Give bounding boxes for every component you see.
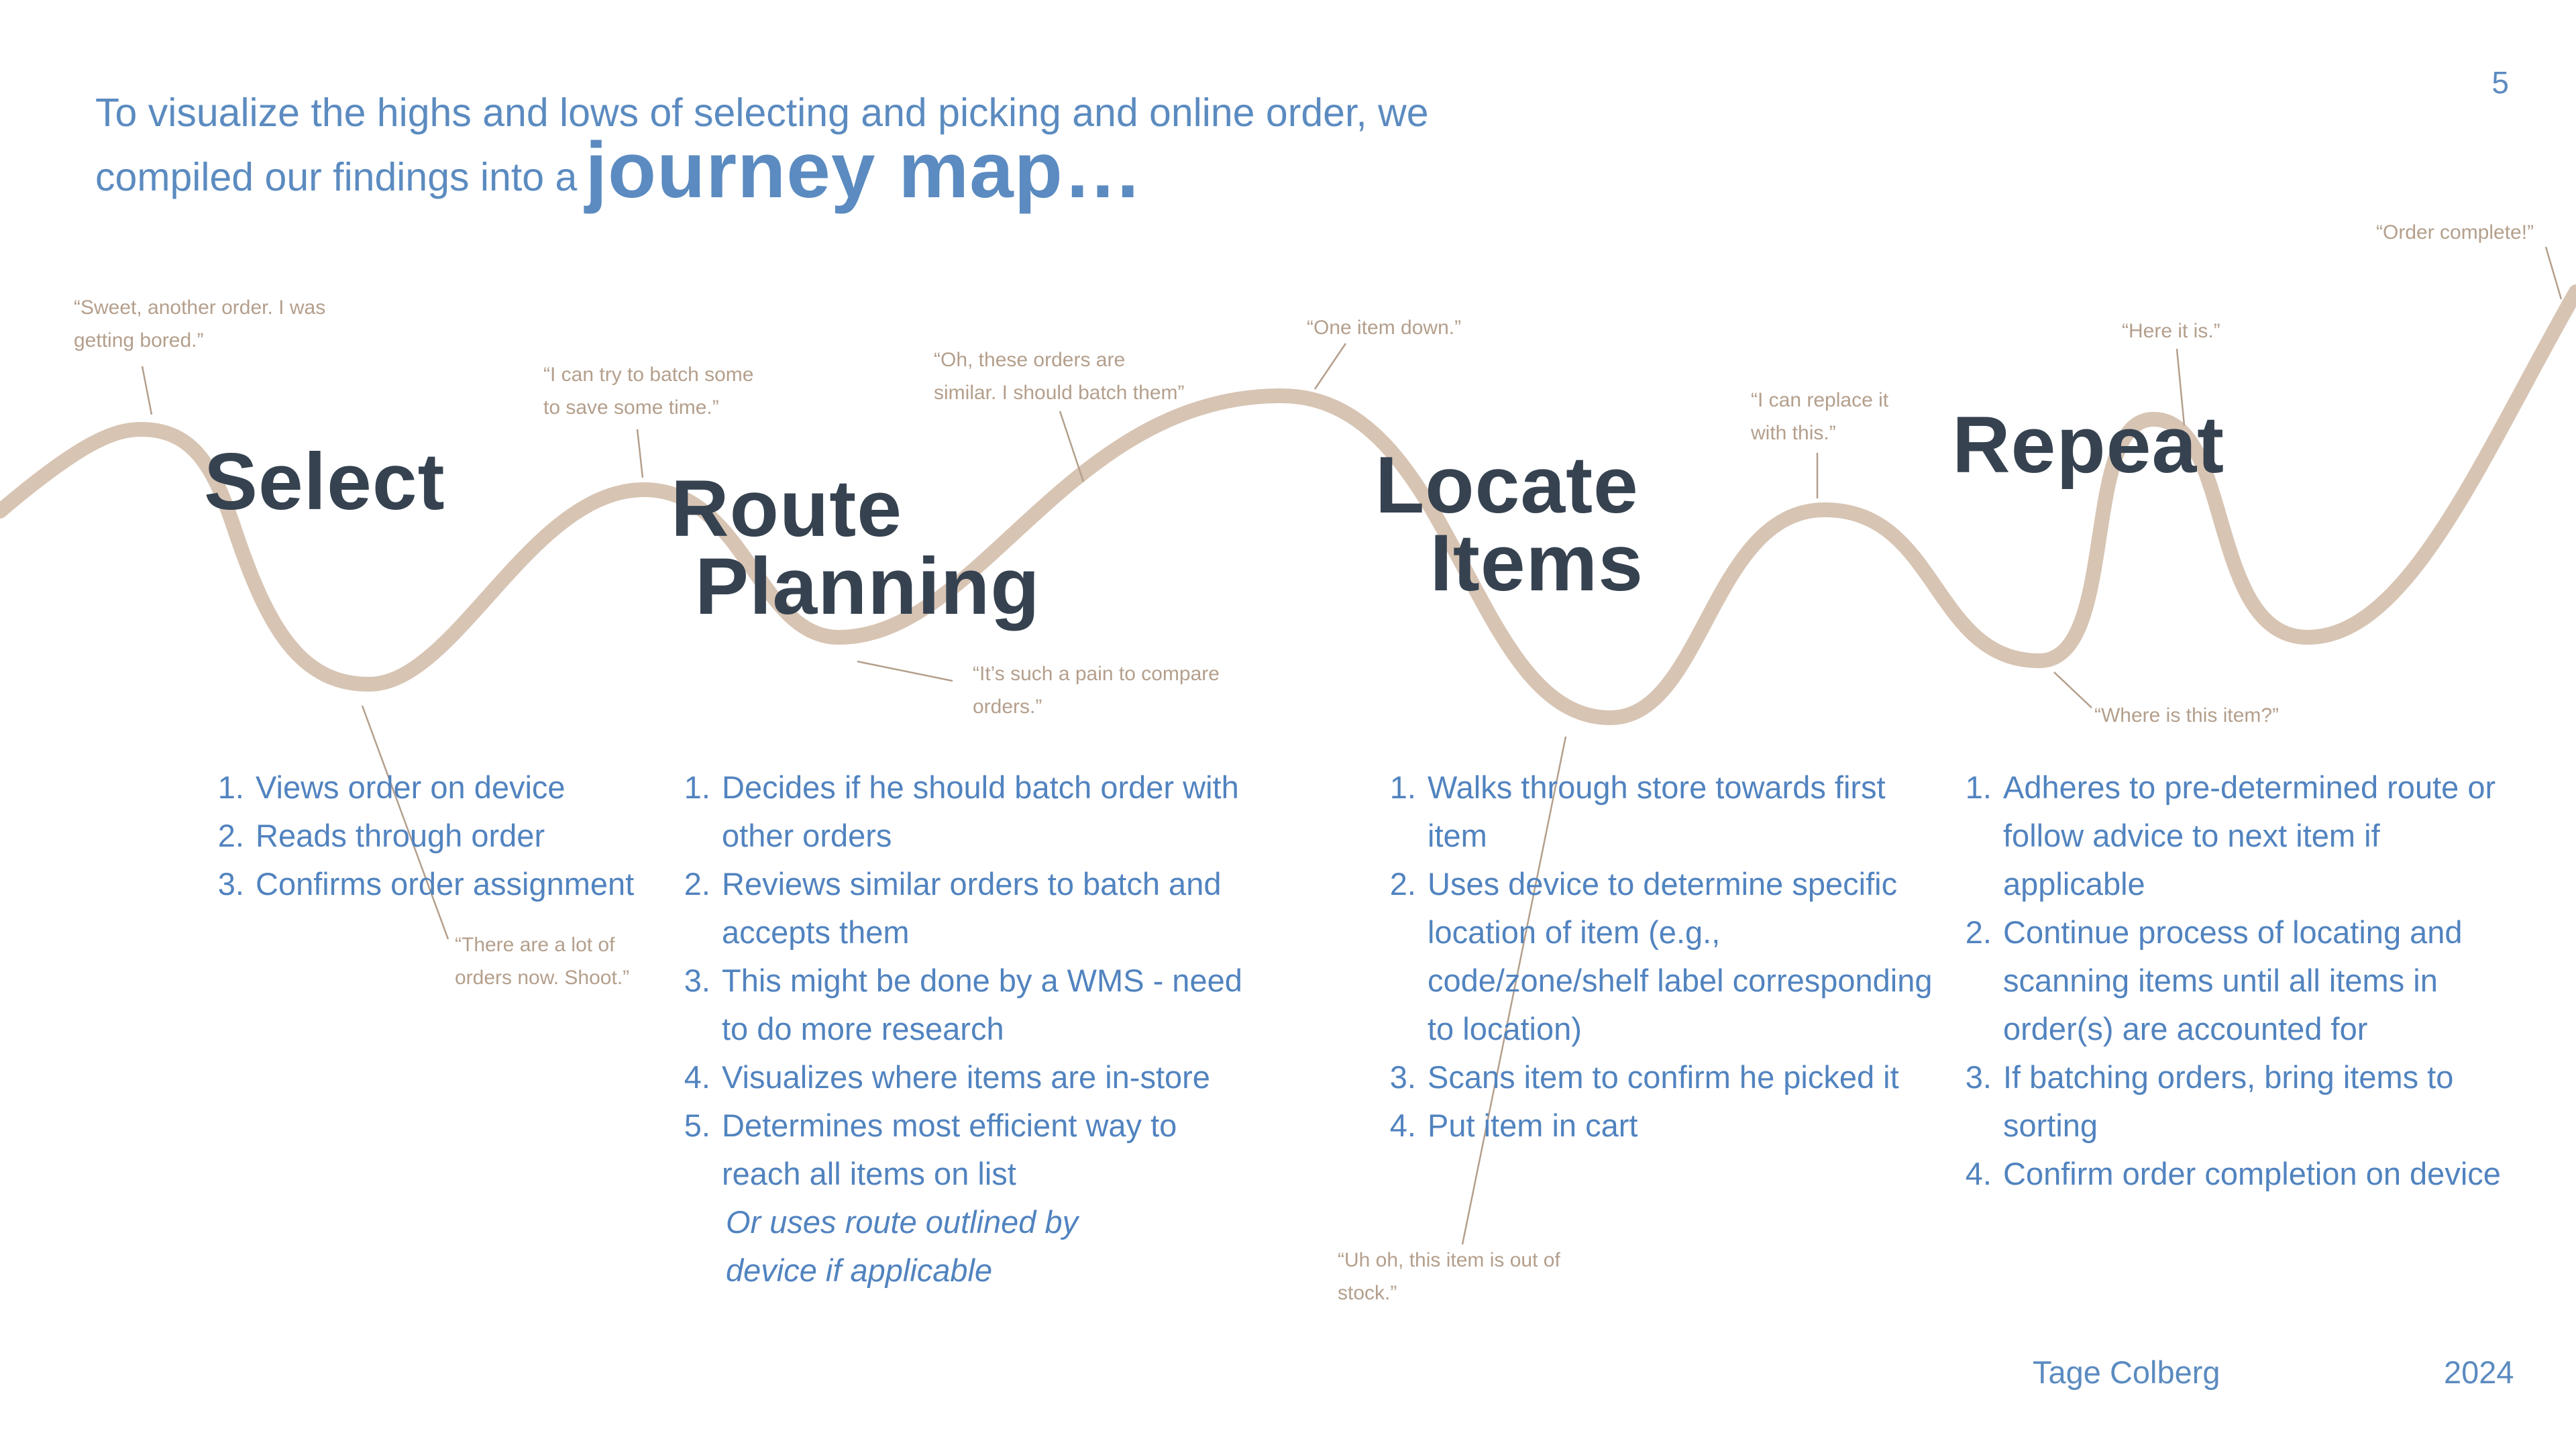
stage-locate-items-heading: Locate Items [1375, 440, 1644, 608]
list-item: Uses device to determine specific locati… [1425, 860, 1935, 1053]
list-item: If batching orders, bring items to sorti… [2000, 1053, 2524, 1150]
leader-line [857, 660, 953, 682]
quote-line: similar. I should batch them” [934, 382, 1185, 404]
page-number: 5 [2491, 65, 2509, 100]
list-item: Reads through order [253, 812, 642, 860]
quote-bubble: “I can replace it with this.” [1751, 384, 1888, 449]
quote-line: “I can replace it [1751, 389, 1889, 411]
select-steps-list: Views order on device Reads through orde… [217, 763, 642, 908]
quote-bubble: “Uh oh, this item is out of stock.” [1338, 1244, 1560, 1309]
list-item: Walks through store towards first item [1425, 763, 1935, 860]
locate-steps-list: Walks through store towards first item U… [1389, 763, 1935, 1150]
leader-line [141, 366, 153, 415]
list-item: Scans item to confirm he picked it [1425, 1053, 1935, 1102]
quote-bubble: “Order complete!” [2376, 216, 2534, 249]
leader-line [1059, 411, 1085, 482]
leader-line [636, 429, 644, 478]
list-item: Visualizes where items are in-store [719, 1053, 1256, 1102]
list-item: Views order on device [253, 763, 642, 812]
quote-bubble: “Oh, these orders are similar. I should … [934, 343, 1185, 409]
quote-line: “Order complete!” [2376, 221, 2534, 244]
intro-text: To visualize the highs and lows of selec… [95, 87, 1571, 210]
intro-line-2-text: compiled our findings into a [95, 155, 578, 199]
quote-line: “It’s such a pain to compare [973, 663, 1220, 685]
stage-locate-line-1: Locate [1375, 440, 1639, 530]
footer-author: Tage Colberg [2033, 1354, 2220, 1390]
footer-year: 2024 [2444, 1354, 2514, 1390]
list-item: This might be done by a WMS - need to do… [719, 957, 1256, 1053]
list-item: Continue process of locating and scannin… [2000, 908, 2524, 1053]
quote-bubble: “There are a lot of orders now. Shoot.” [455, 928, 629, 994]
quote-line: “Where is this item?” [2094, 704, 2279, 727]
stage-route-line-2: Planning [695, 541, 1040, 631]
quote-line: “Uh oh, this item is out of [1338, 1249, 1560, 1271]
quote-bubble: “Sweet, another order. I was getting bor… [74, 291, 325, 357]
list-item: Decides if he should batch order with ot… [719, 763, 1256, 860]
quote-line: “Here it is.” [2122, 320, 2220, 342]
quote-line: getting bored.” [74, 329, 204, 352]
quote-line: to save some time.” [543, 396, 719, 419]
quote-line: “One item down.” [1307, 317, 1462, 339]
route-steps-block: Decides if he should batch order with ot… [683, 763, 1253, 1295]
quote-line: with this.” [1751, 422, 1836, 444]
quote-line: “I can try to batch some [543, 364, 754, 386]
leader-line [1461, 736, 1567, 1245]
leader-line [2544, 246, 2563, 300]
quote-line: “There are a lot of [455, 934, 615, 956]
list-item: Adheres to pre-determined route or follo… [2000, 763, 2524, 908]
list-item: Reviews similar orders to batch and acce… [719, 860, 1256, 957]
route-steps-list: Decides if he should batch order with ot… [683, 763, 1256, 1198]
quote-bubble: “One item down.” [1307, 311, 1461, 344]
repeat-steps-list: Adheres to pre-determined route or follo… [1964, 763, 2524, 1198]
stage-locate-line-2: Items [1430, 518, 1644, 608]
stage-repeat-heading: Repeat [1952, 400, 2225, 490]
stage-route-line-1: Route [671, 464, 902, 553]
quote-bubble: “It’s such a pain to compare orders.” [973, 657, 1220, 723]
intro-line-1: To visualize the highs and lows of selec… [95, 91, 1429, 135]
list-item: Put item in cart [1425, 1102, 1935, 1150]
list-item: Determines most efficient way to reach a… [719, 1102, 1256, 1198]
journey-wave-line [0, 284, 2576, 726]
quote-bubble: “I can try to batch some to save some ti… [543, 358, 753, 424]
quote-bubble: “Where is this item?” [2094, 699, 2279, 732]
list-item: Confirm order completion on device [2000, 1150, 2524, 1198]
quote-leader-lines [141, 246, 2563, 1245]
quote-line: stock.” [1338, 1282, 1397, 1304]
quote-line: orders.” [973, 696, 1042, 718]
leader-line [1313, 343, 1347, 390]
quote-line: “Oh, these orders are [934, 349, 1126, 371]
list-item: Confirms order assignment [253, 860, 642, 908]
stage-route-planning-heading: Route Planning [671, 464, 1040, 631]
quote-line: orders now. Shoot.” [455, 967, 630, 989]
intro-emphasis: journey map… [585, 126, 1143, 215]
stage-select-heading: Select [204, 437, 445, 527]
leader-line [361, 705, 449, 940]
quote-bubble: “Here it is.” [2122, 315, 2220, 347]
quote-line: “Sweet, another order. I was [74, 297, 326, 319]
leader-line [2176, 348, 2186, 426]
leader-line [2053, 672, 2092, 708]
route-steps-note: Or uses route outlined by device if appl… [726, 1204, 1079, 1288]
